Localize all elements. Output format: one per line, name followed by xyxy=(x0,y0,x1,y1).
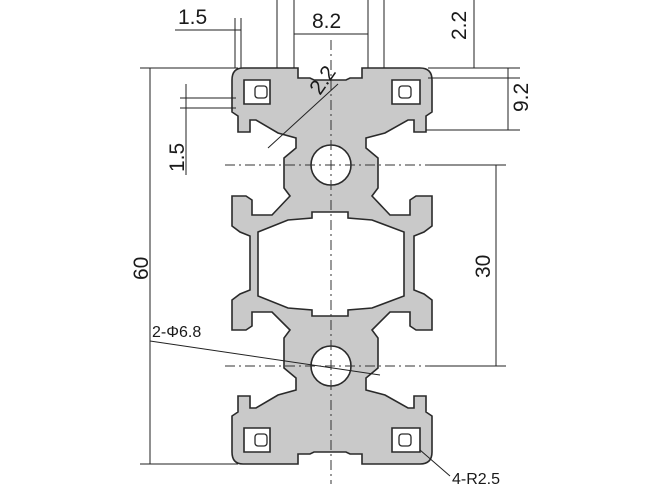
center-lines xyxy=(225,40,440,484)
dim-corner-radius: 4-R2.5 xyxy=(452,471,500,484)
dimension-labels: 1.5 8.2 2.2 2.2 9.2 1.5 60 30 2-Φ6.8 4-R… xyxy=(130,6,533,484)
dim-lip-depth: 2.2 xyxy=(448,11,471,40)
dim-corner-depth: 9.2 xyxy=(510,83,533,112)
corner-hole-tl xyxy=(254,85,268,99)
corner-hole-tr xyxy=(398,85,412,99)
dim-side-wall: 1.5 xyxy=(166,143,189,172)
dim-center-spacing: 30 xyxy=(472,255,495,278)
dim-overall-height: 60 xyxy=(130,257,153,280)
corner-hole-bl xyxy=(254,433,268,447)
corner-hole-br xyxy=(398,433,412,447)
dim-bore-diameter: 2-Φ6.8 xyxy=(152,324,201,341)
profile-body xyxy=(231,67,433,465)
dim-lip-thickness-top: 1.5 xyxy=(178,6,207,29)
dim-slot-width: 8.2 xyxy=(312,10,341,33)
dimension-lines xyxy=(140,0,520,477)
